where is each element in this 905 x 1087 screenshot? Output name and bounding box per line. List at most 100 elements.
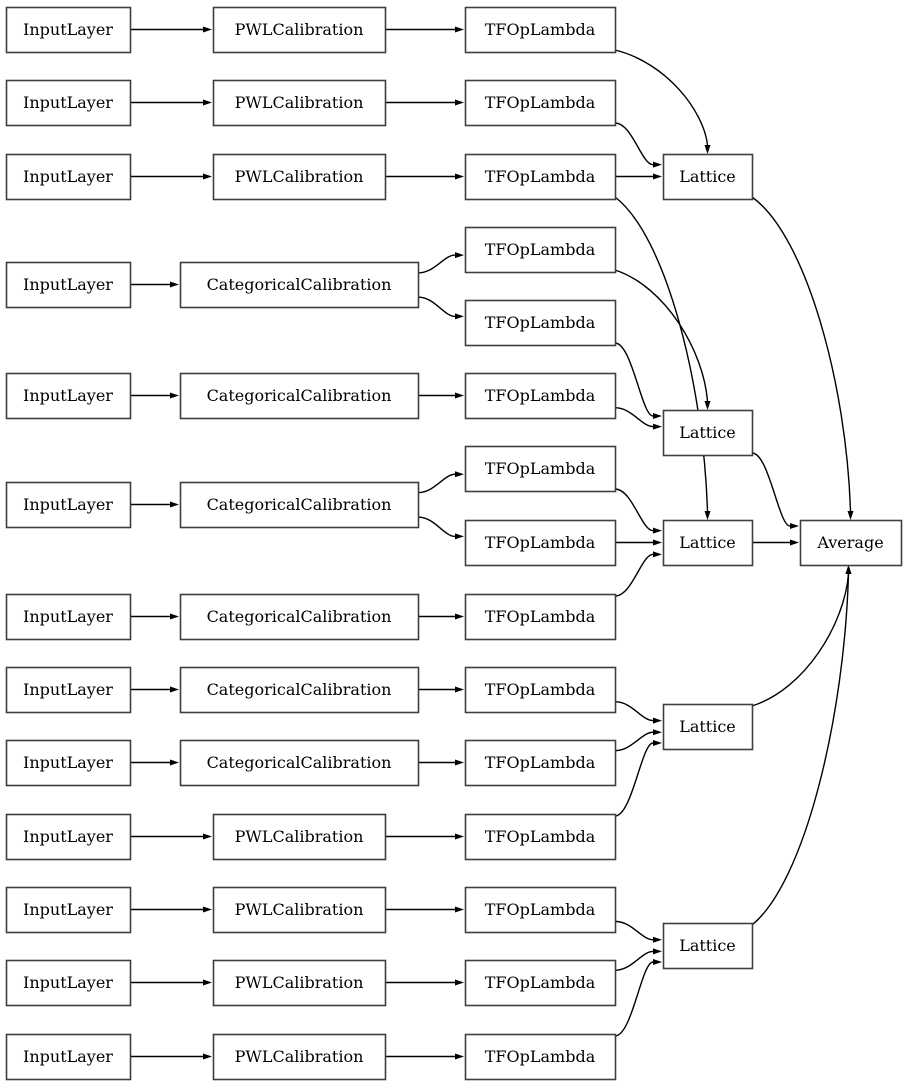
- node-input-layer-in11[interactable]: InputLayer: [5, 886, 132, 934]
- node-box[interactable]: [464, 6, 617, 54]
- node-box[interactable]: [179, 593, 420, 641]
- node-tfop-lambda-lam4[interactable]: TFOpLambda: [464, 226, 617, 274]
- node-box[interactable]: [662, 922, 754, 970]
- node-tfop-lambda-lam1[interactable]: TFOpLambda: [464, 6, 617, 54]
- node-tfop-lambda-lam13[interactable]: TFOpLambda: [464, 886, 617, 934]
- node-tfop-lambda-lam3[interactable]: TFOpLambda: [464, 153, 617, 201]
- node-pwlcalibration-cal3[interactable]: PWLCalibration: [212, 153, 387, 201]
- node-box[interactable]: [5, 153, 132, 201]
- node-categorical-calibration-cal9[interactable]: CategoricalCalibration: [179, 739, 420, 787]
- node-box[interactable]: [464, 593, 617, 641]
- node-box[interactable]: [212, 813, 387, 861]
- node-box[interactable]: [179, 372, 420, 420]
- node-box[interactable]: [464, 886, 617, 934]
- edge-in11-to-cal11: [130, 906, 212, 913]
- node-box[interactable]: [5, 79, 132, 127]
- node-tfop-lambda-lam6[interactable]: TFOpLambda: [464, 372, 617, 420]
- node-lattice-lat2[interactable]: Lattice: [662, 409, 754, 457]
- node-categorical-calibration-cal6[interactable]: CategoricalCalibration: [179, 481, 420, 529]
- node-pwlcalibration-cal11[interactable]: PWLCalibration: [212, 886, 387, 934]
- node-box[interactable]: [212, 6, 387, 54]
- node-box[interactable]: [212, 959, 387, 1007]
- node-input-layer-in5[interactable]: InputLayer: [5, 372, 132, 420]
- node-average-avg[interactable]: Average: [799, 519, 903, 567]
- node-input-layer-in9[interactable]: InputLayer: [5, 739, 132, 787]
- node-tfop-lambda-lam15[interactable]: TFOpLambda: [464, 1033, 617, 1081]
- edge-cal7-to-lam9: [418, 613, 464, 620]
- node-categorical-calibration-cal4[interactable]: CategoricalCalibration: [179, 261, 420, 309]
- node-box[interactable]: [464, 666, 617, 714]
- node-box[interactable]: [5, 6, 132, 54]
- node-input-layer-in1[interactable]: InputLayer: [5, 6, 132, 54]
- node-tfop-lambda-lam9[interactable]: TFOpLambda: [464, 593, 617, 641]
- node-box[interactable]: [464, 299, 617, 347]
- node-box[interactable]: [5, 372, 132, 420]
- node-box[interactable]: [662, 703, 754, 751]
- node-box[interactable]: [212, 1033, 387, 1081]
- node-tfop-lambda-lam2[interactable]: TFOpLambda: [464, 79, 617, 127]
- node-pwlcalibration-cal2[interactable]: PWLCalibration: [212, 79, 387, 127]
- node-tfop-lambda-lam7[interactable]: TFOpLambda: [464, 445, 617, 493]
- node-box[interactable]: [464, 813, 617, 861]
- node-input-layer-in7[interactable]: InputLayer: [5, 593, 132, 641]
- node-box[interactable]: [5, 739, 132, 787]
- node-tfop-lambda-lam5[interactable]: TFOpLambda: [464, 299, 617, 347]
- node-pwlcalibration-cal12[interactable]: PWLCalibration: [212, 959, 387, 1007]
- node-box[interactable]: [5, 481, 132, 529]
- node-input-layer-in3[interactable]: InputLayer: [5, 153, 132, 201]
- node-box[interactable]: [464, 959, 617, 1007]
- node-box[interactable]: [464, 445, 617, 493]
- node-box[interactable]: [5, 886, 132, 934]
- node-box[interactable]: [5, 593, 132, 641]
- node-box[interactable]: [464, 79, 617, 127]
- node-tfop-lambda-lam12[interactable]: TFOpLambda: [464, 813, 617, 861]
- node-categorical-calibration-cal5[interactable]: CategoricalCalibration: [179, 372, 420, 420]
- node-box[interactable]: [5, 1033, 132, 1081]
- edge-lam15-to-lat5: [614, 959, 662, 1037]
- node-box[interactable]: [662, 153, 754, 201]
- node-tfop-lambda-lam11[interactable]: TFOpLambda: [464, 739, 617, 787]
- node-lattice-lat5[interactable]: Lattice: [662, 922, 754, 970]
- node-box[interactable]: [464, 153, 617, 201]
- node-box[interactable]: [212, 886, 387, 934]
- node-box[interactable]: [5, 666, 132, 714]
- node-box[interactable]: [179, 481, 420, 529]
- node-input-layer-in10[interactable]: InputLayer: [5, 813, 132, 861]
- node-pwlcalibration-cal1[interactable]: PWLCalibration: [212, 6, 387, 54]
- node-input-layer-in6[interactable]: InputLayer: [5, 481, 132, 529]
- node-pwlcalibration-cal10[interactable]: PWLCalibration: [212, 813, 387, 861]
- edge-arrowhead: [170, 281, 179, 288]
- node-box[interactable]: [212, 79, 387, 127]
- node-pwlcalibration-cal13[interactable]: PWLCalibration: [212, 1033, 387, 1081]
- node-box[interactable]: [662, 519, 754, 567]
- node-input-layer-in13[interactable]: InputLayer: [5, 1033, 132, 1081]
- node-tfop-lambda-lam8[interactable]: TFOpLambda: [464, 519, 617, 567]
- node-input-layer-in2[interactable]: InputLayer: [5, 79, 132, 127]
- node-box[interactable]: [799, 519, 903, 567]
- node-box[interactable]: [212, 153, 387, 201]
- node-box[interactable]: [464, 1033, 617, 1081]
- node-box[interactable]: [179, 261, 420, 309]
- node-input-layer-in4[interactable]: InputLayer: [5, 261, 132, 309]
- node-box[interactable]: [464, 739, 617, 787]
- node-lattice-lat4[interactable]: Lattice: [662, 703, 754, 751]
- node-box[interactable]: [464, 519, 617, 567]
- node-tfop-lambda-lam10[interactable]: TFOpLambda: [464, 666, 617, 714]
- node-input-layer-in8[interactable]: InputLayer: [5, 666, 132, 714]
- node-box[interactable]: [5, 813, 132, 861]
- node-categorical-calibration-cal8[interactable]: CategoricalCalibration: [179, 666, 420, 714]
- node-box[interactable]: [5, 261, 132, 309]
- node-categorical-calibration-cal7[interactable]: CategoricalCalibration: [179, 593, 420, 641]
- node-box[interactable]: [464, 372, 617, 420]
- node-box[interactable]: [464, 226, 617, 274]
- edge-arrowhead: [653, 740, 662, 746]
- node-input-layer-in12[interactable]: InputLayer: [5, 959, 132, 1007]
- node-lattice-lat1[interactable]: Lattice: [662, 153, 754, 201]
- node-box[interactable]: [179, 666, 420, 714]
- node-box[interactable]: [5, 959, 132, 1007]
- node-box[interactable]: [662, 409, 754, 457]
- node-tfop-lambda-lam14[interactable]: TFOpLambda: [464, 959, 617, 1007]
- node-box[interactable]: [179, 739, 420, 787]
- node-lattice-lat3[interactable]: Lattice: [662, 519, 754, 567]
